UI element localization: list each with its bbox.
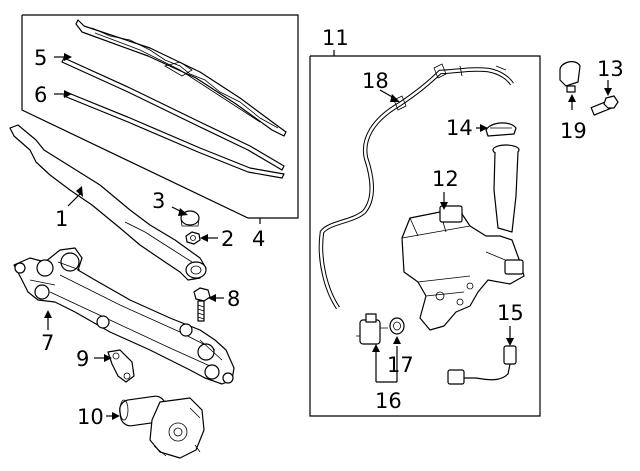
wiper-motor[interactable] [118, 395, 205, 459]
callout-2: 2 [221, 227, 234, 251]
motor-bracket[interactable] [107, 349, 135, 383]
blade-refill-6[interactable] [63, 91, 285, 179]
blade-group-box [21, 14, 299, 219]
callout-11: 11 [322, 26, 349, 50]
callout-15: 15 [497, 301, 524, 325]
reservoir-cap[interactable] [485, 122, 517, 137]
blade-refill-5[interactable] [61, 57, 285, 171]
washer-group-box [309, 55, 541, 417]
callout-17: 17 [387, 353, 414, 377]
callout-4: 4 [252, 227, 265, 251]
callout-16: 16 [375, 389, 402, 413]
callout-13: 13 [597, 57, 624, 81]
linkage-bolt[interactable] [193, 287, 211, 322]
callout-18: 18 [362, 69, 389, 93]
callout-10: 10 [77, 405, 104, 429]
callout-7: 7 [41, 331, 54, 355]
wiper-linkage[interactable] [13, 247, 235, 385]
washer-nozzle[interactable] [559, 61, 581, 93]
washer-hose[interactable] [318, 63, 514, 310]
pump-grommet[interactable] [389, 317, 405, 335]
nozzle-screw[interactable] [590, 95, 619, 116]
arm-nut[interactable] [185, 231, 201, 245]
callout-14: 14 [446, 116, 473, 140]
level-sensor[interactable] [447, 345, 517, 385]
callout-labels: 5 6 1 3 2 4 8 7 9 10 11 18 14 12 15 17 1… [34, 26, 624, 429]
callout-5: 5 [34, 46, 47, 70]
callout-3: 3 [152, 189, 165, 213]
washer-reservoir[interactable] [401, 144, 525, 331]
wiper-blade[interactable] [75, 19, 287, 137]
callout-12: 12 [432, 167, 459, 191]
leader-lines [44, 50, 612, 420]
callout-8: 8 [227, 287, 240, 311]
callout-19: 19 [560, 119, 587, 143]
wiper-arm[interactable] [9, 124, 207, 281]
callout-1: 1 [55, 207, 68, 231]
callout-6: 6 [34, 83, 47, 107]
callout-9: 9 [76, 347, 89, 371]
washer-pump[interactable] [356, 313, 388, 345]
